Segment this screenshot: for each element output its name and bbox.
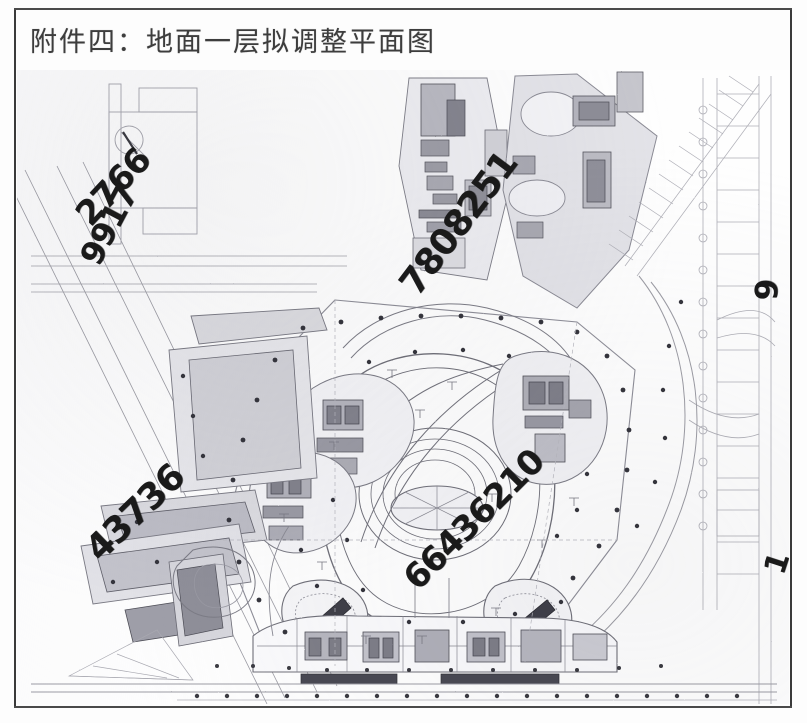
- title-bar: 附件四：地面一层拟调整平面图: [16, 10, 786, 68]
- page-border-right: [790, 8, 792, 708]
- page-border-top: [14, 8, 792, 10]
- page-border-bottom: [14, 706, 792, 708]
- page-title: 附件四：地面一层拟调整平面图: [30, 26, 436, 58]
- page-border-left: [14, 8, 16, 708]
- annotation-9-right: 9: [749, 279, 786, 302]
- site-plan-image: 2766 9917 7808251 43736 66436210 9965 91…: [17, 70, 789, 704]
